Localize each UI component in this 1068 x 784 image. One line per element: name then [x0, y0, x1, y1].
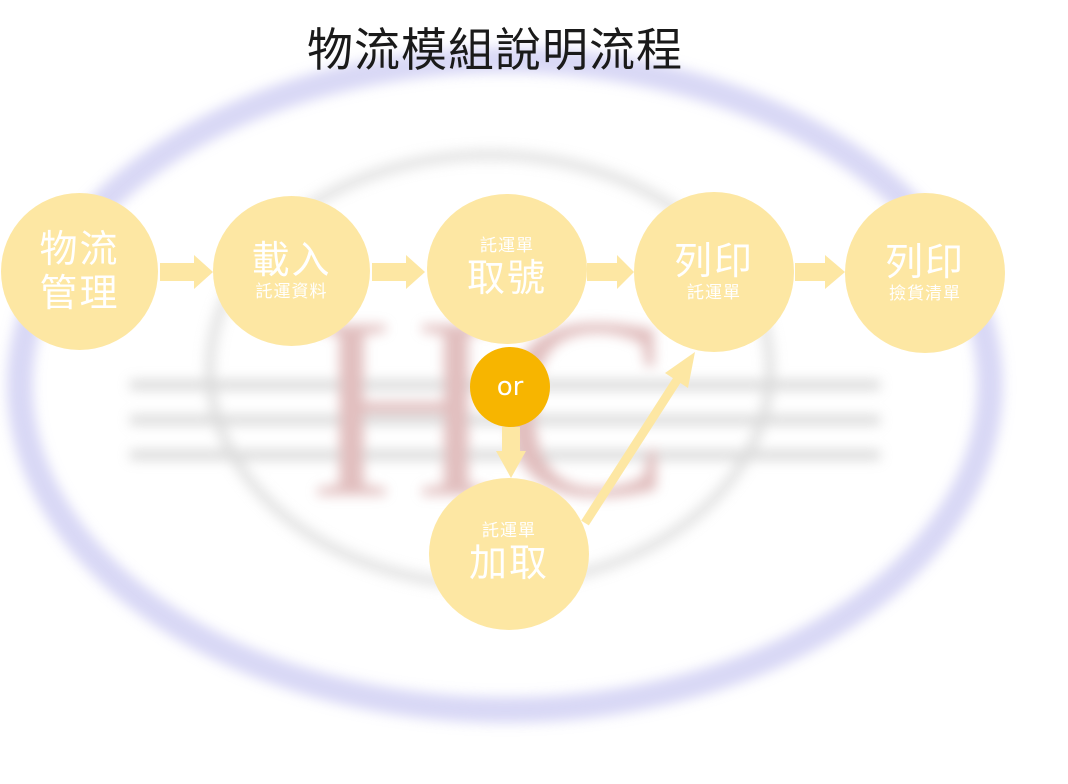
page-title: 物流模組說明流程: [307, 23, 683, 77]
node-label-sub: 撿貨清單: [889, 284, 961, 305]
node-print-waybill: 列印 託運單: [634, 192, 794, 352]
node-label-sub: 託運單: [480, 236, 534, 257]
node-label-sub: 託運資料: [255, 282, 328, 303]
node-load-shipping-data: 載入 託運資料: [213, 196, 370, 346]
node-add-waybill-number: 託運單 加取: [429, 478, 589, 630]
node-label-line1: 物流: [39, 226, 120, 271]
node-get-waybill-number: 託運單 取號: [427, 194, 587, 344]
node-label-main: 加取: [468, 540, 549, 585]
node-label-main: 列印: [673, 239, 754, 284]
node-label-sub: 託運單: [687, 283, 741, 304]
node-label-main: 載入: [251, 238, 332, 283]
node-label-main: 列印: [884, 240, 965, 285]
node-label-main: 取號: [466, 255, 547, 300]
or-decision-badge: or: [470, 347, 550, 427]
node-logistics-management: 物流 管理: [1, 193, 158, 350]
node-label-sub: 託運單: [482, 521, 536, 542]
node-print-picking-list: 列印 撿貨清單: [845, 193, 1005, 353]
node-label-line2: 管理: [39, 270, 120, 315]
